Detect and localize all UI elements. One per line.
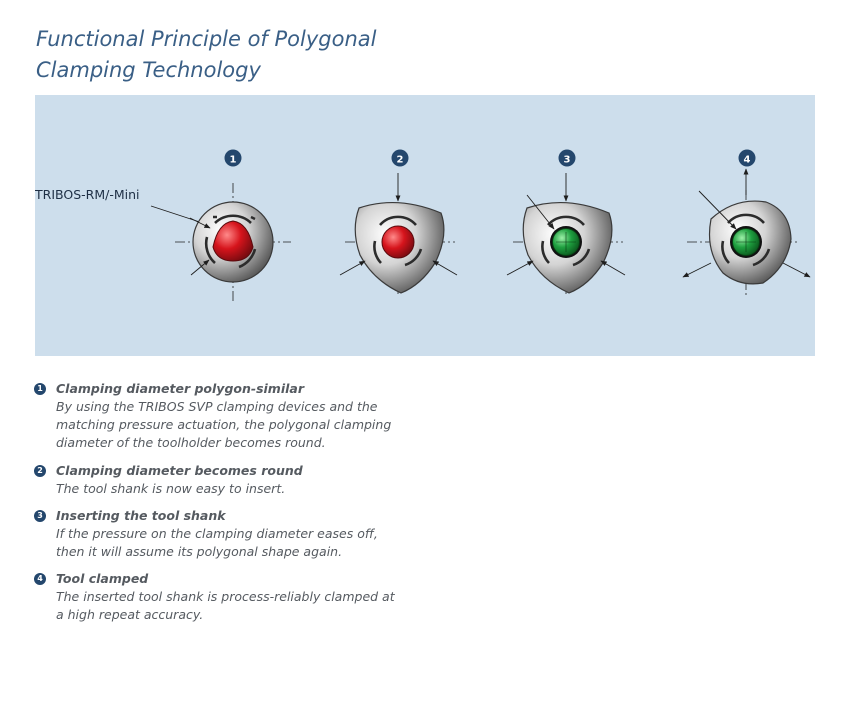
step-item-4: 4 Tool clamped The inserted tool shank i…: [34, 570, 414, 624]
step-2-shank: [381, 225, 415, 259]
step-4-number: 4: [744, 155, 751, 166]
step-3-badge: 3: [558, 149, 576, 167]
step-item-3-number: 3: [34, 510, 46, 522]
step-4-badge: 4: [738, 149, 756, 167]
step-item-3-heading: Inserting the tool shank: [56, 508, 226, 523]
step-item-2-heading: Clamping diameter becomes round: [56, 463, 303, 478]
step-item-2-description: The tool shank is now easy to insert.: [56, 481, 286, 496]
step-1-shank: [212, 220, 254, 262]
step-2-badge: 2: [391, 149, 409, 167]
page-title: Functional Principle of Polygonal Clampi…: [36, 24, 376, 86]
step-4-figure: [682, 168, 811, 295]
step-item-1-heading: Clamping diameter polygon-similar: [56, 381, 304, 396]
step-item-1-number: 1: [34, 383, 46, 395]
step-item-2: 2 Clamping diameter becomes round The to…: [34, 462, 414, 498]
step-1-figure: [175, 183, 291, 301]
step-item-2-number: 2: [34, 465, 46, 477]
step-3-figure: [506, 173, 626, 297]
page-title-line-2: Clamping Technology: [36, 58, 261, 82]
step-item-3-description: If the pressure on the clamping diameter…: [56, 526, 378, 559]
step-item-4-number: 4: [34, 573, 46, 585]
step-item-3: 3 Inserting the tool shank If the pressu…: [34, 507, 414, 561]
clamping-diagram: TRIBOS-RM/-Mini 1: [35, 95, 815, 356]
step-2-figure: [339, 173, 458, 297]
clamping-diagram-svg: TRIBOS-RM/-Mini 1: [35, 149, 811, 301]
callout-label: TRIBOS-RM/-Mini: [35, 187, 140, 202]
step-item-4-description: The inserted tool shank is process-relia…: [56, 589, 395, 622]
step-item-1: 1 Clamping diameter polygon-similar By u…: [34, 380, 414, 452]
step-1-badge: 1: [224, 149, 242, 167]
step-item-1-description: By using the TRIBOS SVP clamping devices…: [56, 399, 392, 450]
step-3-number: 3: [564, 155, 571, 166]
step-item-4-heading: Tool clamped: [56, 571, 149, 586]
page-title-line-1: Functional Principle of Polygonal: [36, 27, 377, 51]
step-1-number: 1: [230, 155, 237, 166]
step-2-number: 2: [397, 155, 404, 166]
steps-list: 1 Clamping diameter polygon-similar By u…: [34, 380, 414, 624]
